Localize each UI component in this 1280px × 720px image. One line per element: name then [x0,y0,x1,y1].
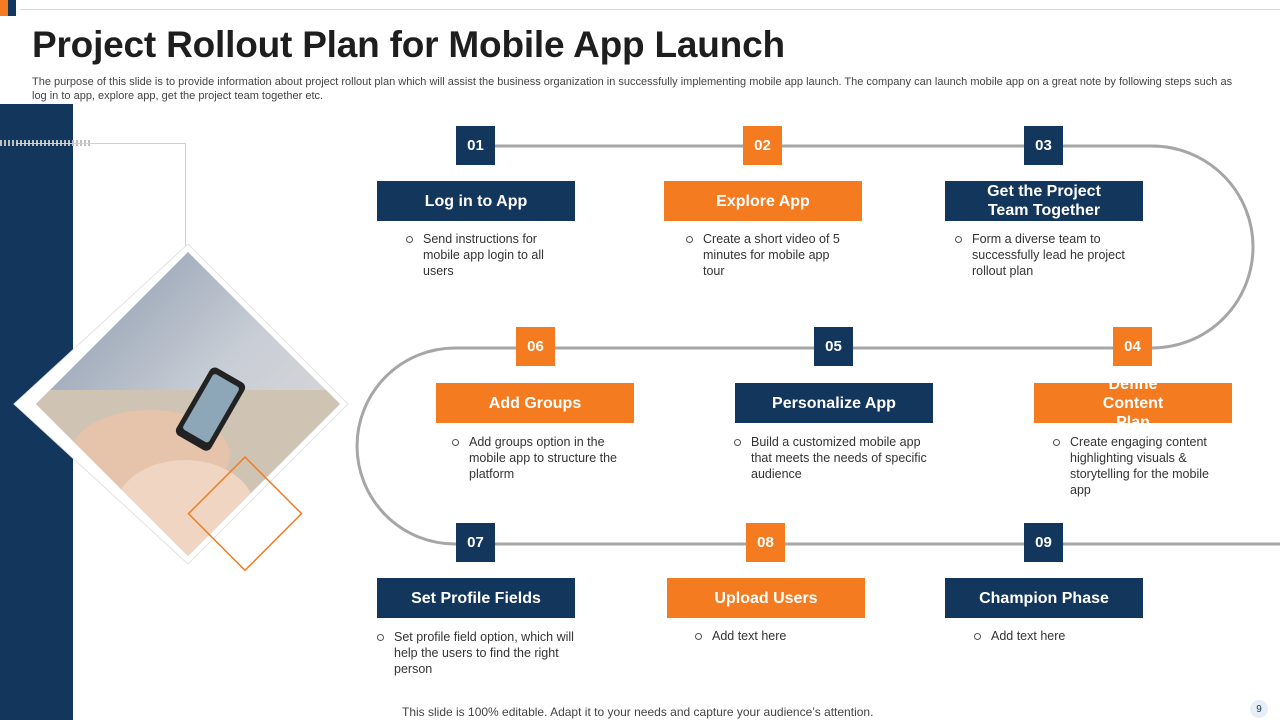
step-5-label: Personalize App [735,383,933,423]
step-7-number: 07 [456,523,495,562]
step-4-number: 04 [1113,327,1152,366]
step-4-description: Create engaging content highlighting vis… [1051,434,1231,498]
page-number-badge: 9 [1250,700,1268,718]
step-5-number: 05 [814,327,853,366]
step-3-description: Form a diverse team to successfully lead… [953,231,1143,279]
step-8-description: Add text here [693,628,853,644]
frame-line [16,143,186,144]
step-3-label: Get the Project Team Together [945,181,1143,221]
top-divider [20,9,1280,10]
step-1-number: 01 [456,126,495,165]
step-4-label: Define Content Plan [1034,376,1232,431]
corner-mark [0,0,16,16]
step-9-number: 09 [1024,523,1063,562]
step-8-label: Upload Users [667,578,865,618]
step-7-description: Set profile field option, which will hel… [375,629,575,677]
step-6-number: 06 [516,327,555,366]
step-1-label: Log in to App [377,181,575,221]
step-8-number: 08 [746,523,785,562]
page-title: Project Rollout Plan for Mobile App Laun… [32,24,785,65]
step-6-label: Add Groups [436,383,634,423]
step-3-number: 03 [1024,126,1063,165]
step-7-label: Set Profile Fields [377,578,575,618]
step-6-description: Add groups option in the mobile app to s… [450,434,630,482]
frame-line-vertical [185,143,186,251]
step-9-label: Champion Phase [945,578,1143,618]
step-1-description: Send instructions for mobile app login t… [404,231,564,279]
footer-note: This slide is 100% editable. Adapt it to… [402,705,874,719]
phone-photo-diamond [13,243,349,572]
step-2-label: Explore App [664,181,862,221]
step-2-number: 02 [743,126,782,165]
step-5-description: Build a customized mobile app that meets… [732,434,937,482]
page-subtitle: The purpose of this slide is to provide … [32,76,1233,102]
step-2-description: Create a short video of 5 minutes for mo… [684,231,849,279]
step-9-description: Add text here [972,628,1132,644]
